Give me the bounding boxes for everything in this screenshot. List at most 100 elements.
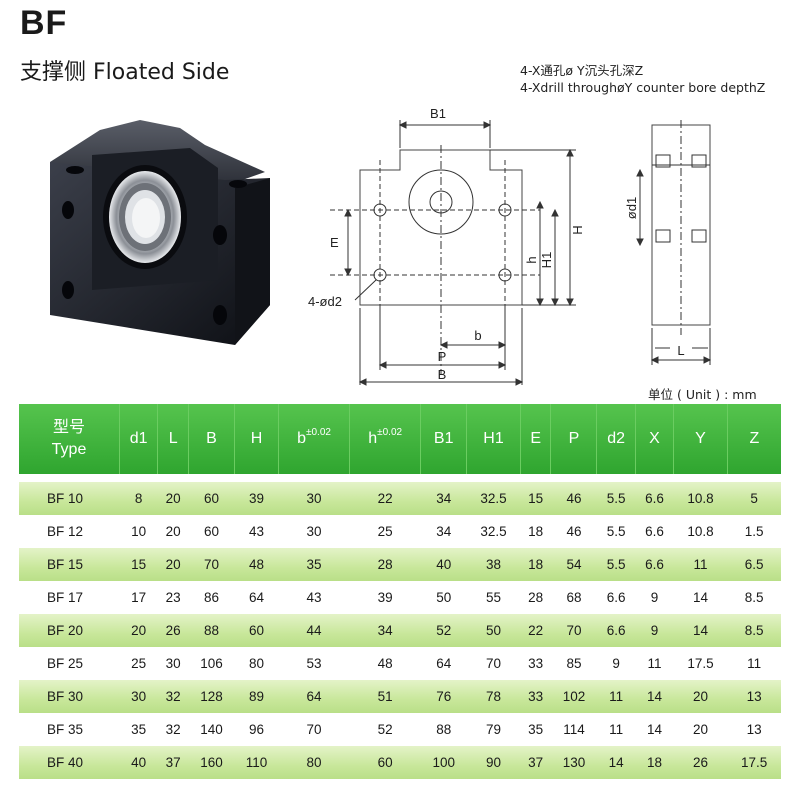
table-cell: 128: [188, 680, 235, 713]
table-cell: 8.5: [727, 614, 781, 647]
table-cell: 50: [420, 581, 467, 614]
table-cell: 18: [520, 515, 551, 548]
label-P: P: [438, 349, 447, 364]
table-cell: 26: [673, 746, 728, 779]
table-cell: 32: [157, 713, 189, 746]
table-cell: 38: [466, 548, 521, 581]
table-cell: 20: [157, 482, 189, 515]
table-cell: 5.5: [596, 482, 636, 515]
table-cell: 14: [635, 680, 674, 713]
table-cell: 37: [520, 746, 551, 779]
table-cell: 50: [466, 614, 521, 647]
table-cell: 13: [727, 713, 781, 746]
table-cell: 64: [278, 680, 350, 713]
table-cell: 9: [596, 647, 636, 680]
table-cell: 34: [349, 614, 421, 647]
col-Z: Z: [727, 404, 781, 474]
col-X: X: [635, 404, 675, 474]
table-cell: 60: [349, 746, 421, 779]
table-cell: 6.6: [635, 482, 674, 515]
table-cell: 110: [234, 746, 279, 779]
table-cell: 20: [157, 548, 189, 581]
table-cell: 8: [119, 482, 158, 515]
table-cell: 30: [278, 515, 350, 548]
table-cell: 22: [520, 614, 551, 647]
col-d1: d1: [119, 404, 159, 474]
table-cell: 11: [596, 713, 636, 746]
table-cell: 160: [188, 746, 235, 779]
product-photo: [50, 120, 270, 345]
table-cell: 22: [349, 482, 421, 515]
table-cell: 51: [349, 680, 421, 713]
dimension-drawing: B1 E 4-ød2 b P B h H1 H ød1 L: [308, 106, 712, 386]
table-cell: 114: [550, 713, 597, 746]
table-cell: 30: [157, 647, 189, 680]
type-cell: BF 15: [19, 548, 120, 581]
table-cell: 1.5: [727, 515, 781, 548]
table-cell: 6.6: [635, 548, 674, 581]
type-cell: BF 12: [19, 515, 120, 548]
label-b: b: [474, 328, 481, 343]
table-cell: 18: [520, 548, 551, 581]
table-cell: 55: [466, 581, 521, 614]
table-cell: 30: [278, 482, 350, 515]
table-cell: 46: [550, 482, 597, 515]
table-cell: 30: [119, 680, 158, 713]
col-L: L: [157, 404, 190, 474]
table-cell: 80: [234, 647, 279, 680]
table-cell: 40: [420, 548, 467, 581]
label-E: E: [330, 235, 339, 250]
table-cell: 43: [234, 515, 279, 548]
table-cell: 70: [466, 647, 521, 680]
table-cell: 32.5: [466, 515, 521, 548]
table-cell: 78: [466, 680, 521, 713]
table-cell: 44: [278, 614, 350, 647]
table-cell: 25: [119, 647, 158, 680]
table-cell: 9: [635, 614, 674, 647]
table-cell: 52: [349, 713, 421, 746]
hole-note-cn: 4-X通孔ø Y沉头孔深Z: [520, 63, 644, 78]
table-cell: 5.5: [596, 548, 636, 581]
table-cell: 20: [157, 515, 189, 548]
table-cell: 88: [188, 614, 235, 647]
table-cell: 88: [420, 713, 467, 746]
table-cell: 100: [420, 746, 467, 779]
col-h-tol: ±0.02: [377, 427, 403, 438]
table-cell: 70: [278, 713, 350, 746]
col-type: 型号 Type: [19, 404, 120, 474]
table-cell: 11: [727, 647, 781, 680]
label-L: L: [677, 343, 684, 358]
col-B: B: [188, 404, 235, 474]
table-cell: 37: [157, 746, 189, 779]
type-cell: BF 35: [19, 713, 120, 746]
table-cell: 11: [673, 548, 728, 581]
col-H: H: [234, 404, 279, 474]
label-h: h: [524, 256, 539, 263]
table-cell: 52: [420, 614, 467, 647]
table-cell: 15: [520, 482, 551, 515]
col-b-tol: ±0.02: [305, 427, 331, 438]
table-cell: 14: [596, 746, 636, 779]
table-cell: 39: [234, 482, 279, 515]
table-cell: 102: [550, 680, 597, 713]
table-cell: 23: [157, 581, 189, 614]
table-cell: 28: [349, 548, 421, 581]
type-cell: BF 40: [19, 746, 120, 779]
table-cell: 17.5: [673, 647, 728, 680]
table-cell: 140: [188, 713, 235, 746]
col-P: P: [550, 404, 598, 474]
type-cell: BF 25: [19, 647, 120, 680]
table-cell: 35: [278, 548, 350, 581]
table-cell: 25: [349, 515, 421, 548]
table-cell: 79: [466, 713, 521, 746]
table-cell: 9: [635, 581, 674, 614]
hole-note-en: 4-Xdrill throughøY counter bore depthZ: [520, 80, 766, 95]
table-cell: 53: [278, 647, 350, 680]
table-cell: 17.5: [727, 746, 781, 779]
page-title: BF: [20, 4, 68, 42]
table-cell: 6.5: [727, 548, 781, 581]
